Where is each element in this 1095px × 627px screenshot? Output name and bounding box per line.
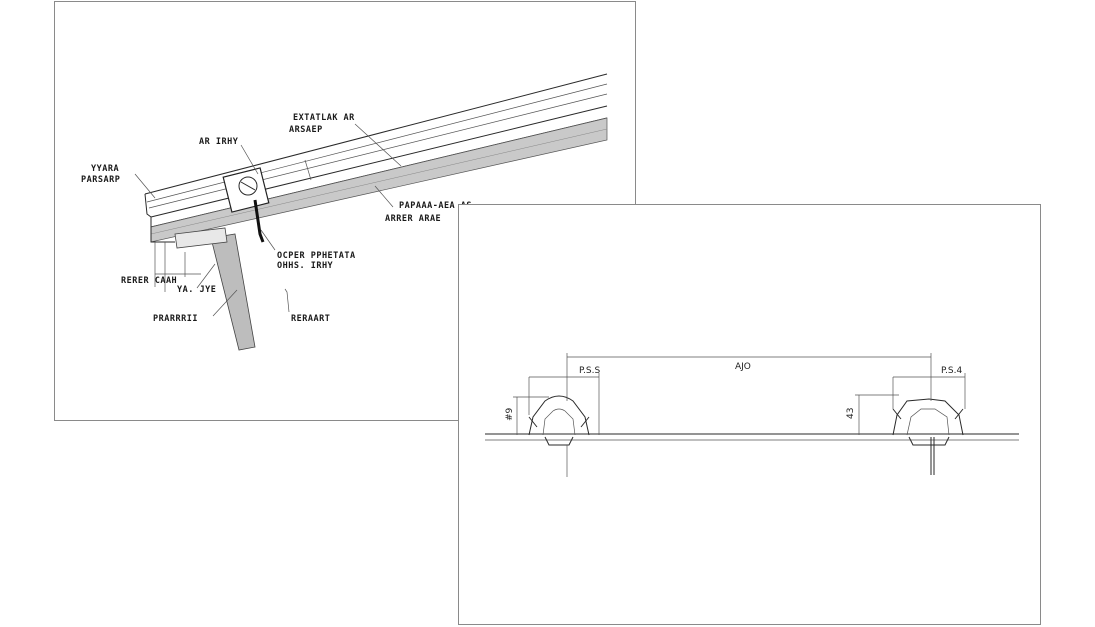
right-seam-base <box>908 436 950 446</box>
leader-top-mid <box>240 144 259 175</box>
insulation-midline <box>150 128 608 235</box>
label-right-mid-2: ARRER ARAE <box>385 214 441 224</box>
right-seam-lips <box>892 408 964 420</box>
label-bottom-left-1: RERER CAAH <box>121 276 177 286</box>
wall-plate <box>174 227 228 249</box>
dim-span: AJO <box>735 362 751 372</box>
eave-underside <box>150 217 175 243</box>
rafter-post <box>210 233 256 351</box>
roof-eave-detail-drawing: EXTATLAK AR ARSAEP AR IRHY YYARA PARSARP… <box>81 73 608 351</box>
leader-top-right <box>354 123 402 167</box>
panel-seam-profile-sheet: P.S.S AJO P.S.4 #9 43 <box>458 204 1041 625</box>
label-bottom-left-2: YA. JYE <box>177 285 216 295</box>
label-left-1: YYARA <box>91 164 119 174</box>
roof-layer-4 <box>150 105 608 218</box>
leader-bottom-right <box>284 288 290 313</box>
label-center-1: OCPER PPHETATA <box>277 251 356 261</box>
dim-left-width: P.S.S <box>579 366 600 376</box>
label-left-2: PARSARP <box>81 175 120 185</box>
label-right-mid-1: PAPAAA-AEA AS <box>399 201 472 211</box>
fastener-bracket <box>222 167 270 213</box>
leader-left <box>134 173 156 199</box>
label-top-mid: AR IRHY <box>199 137 239 147</box>
dim-right-height: 43 <box>846 408 856 419</box>
panel-seam-profile-drawing: P.S.S AJO P.S.4 #9 43 <box>485 353 1019 477</box>
right-seam-outer <box>892 398 964 436</box>
fastener-bolt-circle <box>238 176 258 196</box>
left-seam-base <box>544 436 574 446</box>
leader-bottom-left-2 <box>212 289 238 317</box>
roof-layer-2 <box>146 83 608 203</box>
label-bottom-right: RERAART <box>291 314 330 324</box>
right-seam-inner <box>906 408 950 436</box>
leader-center <box>260 229 276 251</box>
leader-bottom-left <box>196 263 216 289</box>
dim-right-width: P.S.4 <box>941 366 962 376</box>
left-seam-outer <box>528 395 590 436</box>
label-top-right-1: EXTATLAK AR <box>293 113 355 123</box>
fastener-bolt-slash <box>240 181 256 191</box>
fastener-screw <box>253 199 265 243</box>
roof-layer-3 <box>148 93 608 209</box>
label-center-2: OHHS. IRHY <box>277 261 334 271</box>
label-top-right-2: ARSAEP <box>289 125 323 135</box>
dim-left-height: #9 <box>505 407 515 421</box>
roof-layer-top <box>144 73 608 195</box>
label-bottom-left-3: PRARRRII <box>153 314 198 324</box>
eave-fascia <box>144 193 152 218</box>
left-seam-inner <box>542 408 576 436</box>
leader-right-mid <box>374 185 394 208</box>
dim-tick-right <box>304 159 312 181</box>
left-seam-lips <box>528 416 590 428</box>
